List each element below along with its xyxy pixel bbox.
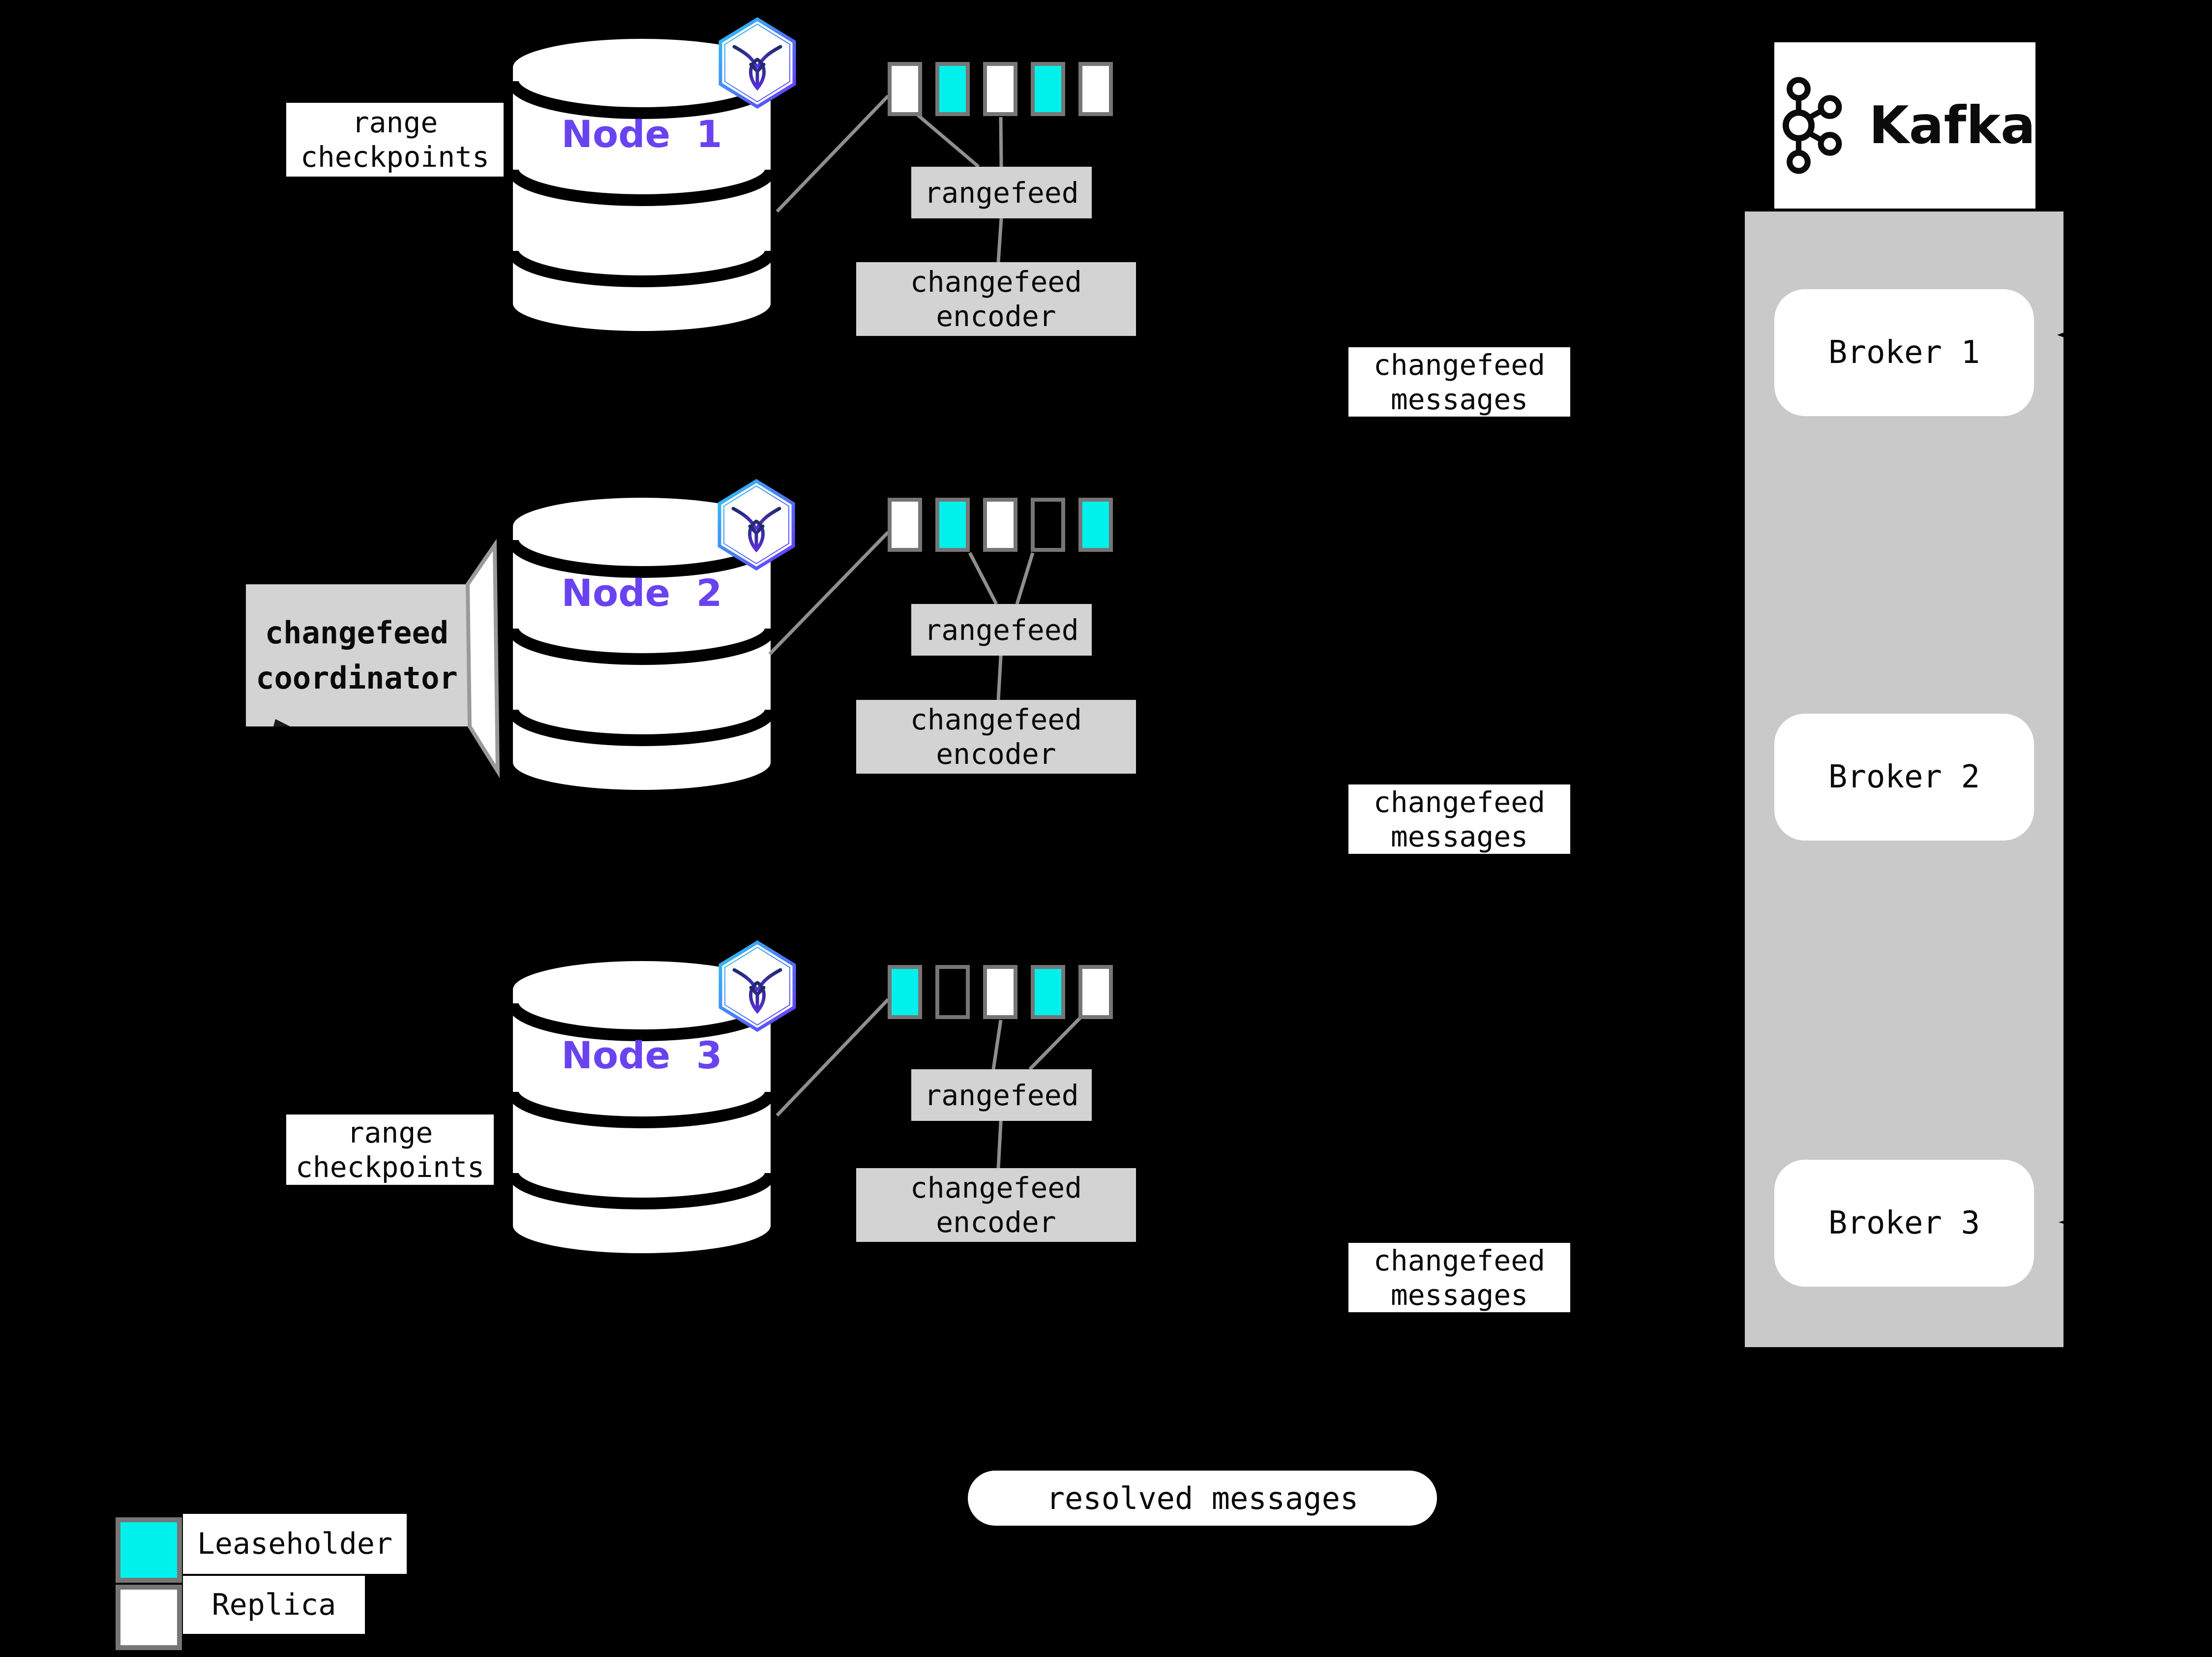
range-checkpoints-label-1: range checkpoints	[286, 103, 504, 177]
changefeed-messages-label-3: changefeed messages	[1348, 1243, 1570, 1312]
broker-1-label: Broker 1	[1828, 334, 1980, 371]
broker-1: Broker 1	[1774, 289, 2034, 416]
range-checkpoints-label-3: range checkpoints	[286, 1115, 494, 1185]
broker-3-label: Broker 3	[1828, 1205, 1980, 1241]
range-square-replica	[888, 498, 922, 552]
kafka-header: Kafka	[1774, 42, 2035, 209]
range-square-leaseholder	[935, 62, 970, 116]
range-square-leaseholder	[888, 965, 922, 1019]
cockroachdb-icon-node-1	[718, 17, 796, 109]
broker-3: Broker 3	[1774, 1160, 2034, 1287]
broker-2-label: Broker 2	[1828, 759, 1980, 795]
legend-replica-swatch	[116, 1585, 182, 1650]
legend-replica-label: Replica	[183, 1576, 365, 1634]
range-square-replica	[983, 498, 1017, 552]
changefeed-encoder-box-1: changefeed encoder	[856, 262, 1136, 336]
rangefeed-box-1: rangefeed	[911, 167, 1092, 218]
changefeed-messages-label-2: changefeed messages	[1348, 784, 1570, 854]
range-square-replica	[983, 62, 1017, 116]
range-square-leaseholder	[1031, 965, 1065, 1019]
changefeed-encoder-box-2: changefeed encoder	[856, 700, 1136, 774]
node-1-range-squares	[888, 62, 1113, 116]
range-square-empty	[935, 965, 970, 1019]
range-square-replica	[1078, 62, 1113, 116]
legend-leaseholder-swatch	[116, 1517, 182, 1583]
changefeed-coordinator-label: changefeed coordinator	[256, 614, 458, 696]
range-square-replica	[888, 62, 922, 116]
resolved-messages-pill: resolved messages	[968, 1471, 1437, 1526]
range-square-replica	[1078, 965, 1113, 1019]
node-2-range-squares	[888, 498, 1113, 552]
rangefeed-box-3: rangefeed	[911, 1069, 1092, 1121]
range-square-leaseholder	[1078, 498, 1113, 552]
cockroachdb-icon-node-3	[718, 940, 796, 1032]
changefeed-encoder-box-3: changefeed encoder	[856, 1168, 1136, 1242]
range-square-empty	[1031, 498, 1065, 552]
node-3-cylinder	[511, 961, 772, 1253]
broker-2: Broker 2	[1774, 714, 2034, 841]
range-square-leaseholder	[935, 498, 970, 552]
rangefeed-box-2: rangefeed	[911, 604, 1092, 656]
node-1-label: Node 1	[561, 112, 722, 156]
kafka-title: Kafka	[1869, 95, 2035, 155]
arrowhead-broker-3	[2059, 1218, 2072, 1226]
range-square-replica	[983, 965, 1017, 1019]
node-3-label: Node 3	[561, 1033, 722, 1077]
legend-leaseholder-label: Leaseholder	[183, 1514, 407, 1574]
cockroachdb-icon-node-2	[717, 479, 795, 571]
range-square-leaseholder	[1031, 62, 1065, 116]
changefeed-messages-label-1: changefeed messages	[1348, 347, 1570, 417]
node-2-label: Node 2	[561, 571, 722, 615]
node-2-cylinder	[511, 498, 772, 790]
changefeed-coordinator-callout	[221, 539, 500, 779]
kafka-logo-icon	[1782, 77, 1842, 174]
node-3-range-squares	[888, 965, 1113, 1019]
arrowhead-broker-1	[2057, 324, 2088, 346]
